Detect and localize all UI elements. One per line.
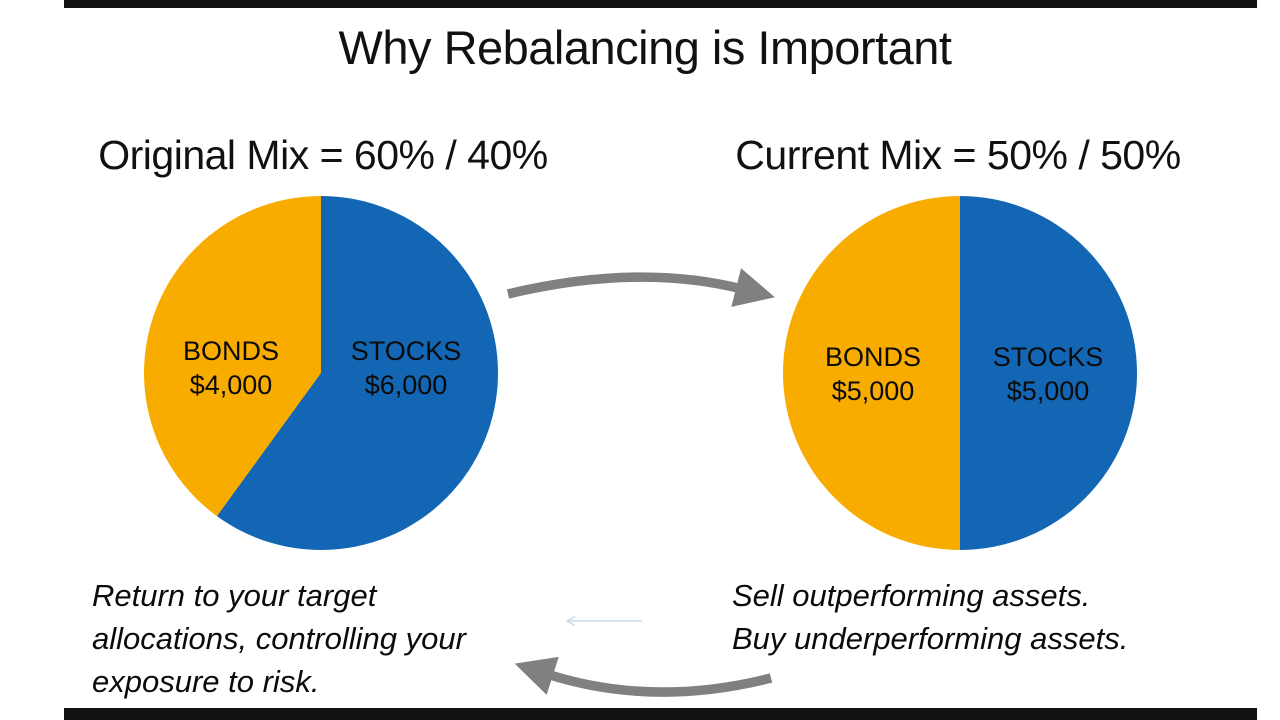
bottom-letterbox-bar [64,708,1257,720]
slice-amount: $5,000 [831,376,915,406]
stocks-slice-label: STOCKS $5,000 [968,340,1128,408]
slice-amount: $5,000 [1006,376,1090,406]
note-line: exposure to risk. [92,664,320,699]
note-line: allocations, controlling your [92,621,466,656]
curved-arrow-right-icon [506,268,775,307]
stocks-slice-label: STOCKS $6,000 [326,334,486,402]
top-letterbox-bar [64,0,1257,8]
slice-name: STOCKS [992,342,1104,372]
note-line: Buy underperforming assets. [732,621,1129,656]
right-note-text: Sell outperforming assets. Buy underperf… [732,574,1128,660]
slice-amount: $4,000 [189,370,273,400]
slice-name: BONDS [824,342,922,372]
curved-arrow-left-icon [514,656,773,697]
bonds-slice-label: BONDS $4,000 [151,334,311,402]
slide-title: Why Rebalancing is Important [338,21,952,74]
current-mix-pie-chart: BONDS $5,000 STOCKS $5,000 [783,196,1137,550]
note-line: Sell outperforming assets. [732,578,1091,613]
right-pie-heading: Current Mix = 50% / 50% [735,132,1181,178]
note-line: Return to your target [92,578,377,613]
slice-name: STOCKS [350,336,462,366]
thin-arrow-left-icon [565,615,642,627]
original-mix-pie-chart: BONDS $4,000 STOCKS $6,000 [144,196,498,550]
slice-name: BONDS [182,336,280,366]
slice-amount: $6,000 [364,370,448,400]
left-pie-heading: Original Mix = 60% / 40% [98,132,548,178]
left-note-text: Return to your target allocations, contr… [92,574,466,703]
bonds-slice-label: BONDS $5,000 [793,340,953,408]
